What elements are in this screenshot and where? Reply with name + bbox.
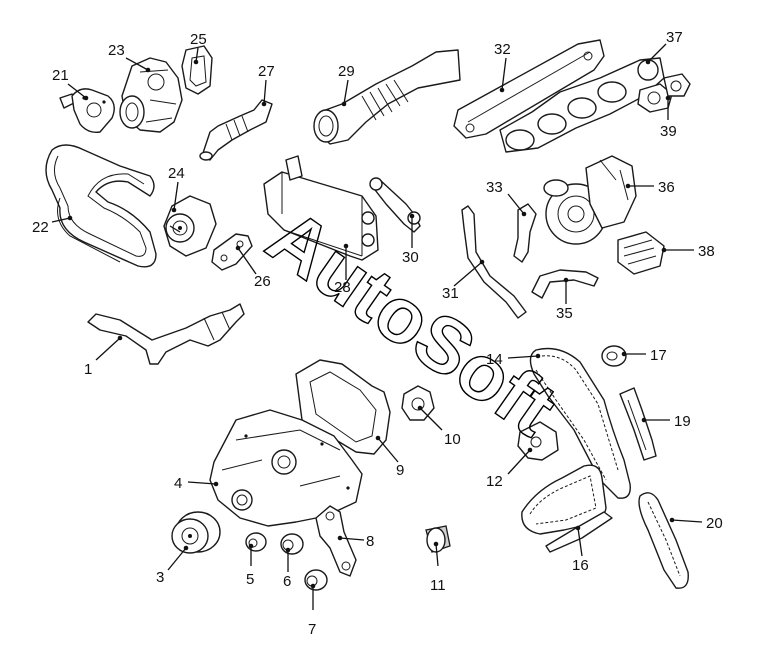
part-14-timing-chain[interactable] (529, 347, 631, 499)
part-1-coolant-pipe[interactable] (87, 303, 245, 365)
part-7-idler-pulley[interactable] (304, 569, 328, 591)
callout-37: 37 (666, 29, 683, 46)
callout-19: 19 (674, 413, 691, 430)
callout-27: 27 (258, 63, 275, 80)
part-39-gasket[interactable] (637, 73, 691, 113)
callout-14: 14 (486, 351, 503, 368)
part-5-idler-pulley[interactable] (245, 532, 267, 552)
callout-35: 35 (556, 305, 573, 322)
part-11-seal-sleeve[interactable] (425, 525, 451, 553)
part-33-oil-line[interactable] (513, 203, 537, 263)
part-35-oil-return-line[interactable] (531, 269, 599, 299)
callout-9: 9 (396, 462, 404, 479)
callout-28: 28 (334, 279, 351, 296)
callout-30: 30 (402, 249, 419, 266)
callout-26: 26 (254, 273, 271, 290)
part-16-chain-guide[interactable] (521, 464, 613, 553)
part-36-turbocharger[interactable] (543, 155, 637, 245)
callout-33: 33 (486, 179, 503, 196)
callout-23: 23 (108, 42, 125, 59)
part-6-idler-pulley[interactable] (280, 533, 304, 555)
callout-38: 38 (698, 243, 715, 260)
callout-24: 24 (168, 165, 185, 182)
callout-36: 36 (658, 179, 675, 196)
callout-39: 39 (660, 123, 677, 140)
part-23-water-pump[interactable] (119, 57, 183, 133)
part-37-exhaust-manifold[interactable] (499, 57, 665, 153)
callout-10: 10 (444, 431, 461, 448)
part-10-sprocket[interactable] (401, 385, 435, 421)
callout-17: 17 (650, 347, 667, 364)
part-30-pipe-bracket[interactable] (369, 177, 421, 233)
part-20-timing-chain[interactable] (638, 492, 689, 589)
part-4-timing-cover[interactable] (209, 409, 363, 527)
part-22-drive-belts[interactable] (45, 144, 157, 268)
callout-29: 29 (338, 63, 355, 80)
callout-16: 16 (572, 557, 589, 574)
part-21-thermostat-housing[interactable] (59, 88, 115, 134)
callout-32: 32 (494, 41, 511, 58)
part-28-egr-cooler[interactable] (263, 155, 379, 261)
part-38-actuator[interactable] (617, 231, 665, 275)
part-24-belt-tensioner[interactable] (163, 195, 217, 257)
callout-8: 8 (366, 533, 374, 550)
part-8-tensioner-bracket[interactable] (315, 505, 357, 577)
part-29-intake-duct[interactable] (313, 49, 461, 145)
part-27-coolant-hose[interactable] (199, 99, 273, 161)
callout-6: 6 (283, 573, 291, 590)
callout-25: 25 (190, 31, 207, 48)
part-31-oil-line[interactable] (461, 205, 527, 319)
callout-7: 7 (308, 621, 316, 638)
part-3-crankshaft-pulley[interactable] (171, 511, 221, 554)
callout-3: 3 (156, 569, 164, 586)
part-32-heat-shield[interactable] (453, 39, 605, 139)
callout-11: 11 (430, 577, 446, 594)
callout-31: 31 (442, 285, 459, 302)
part-26-bracket[interactable] (211, 233, 253, 271)
part-19-chain-guide[interactable] (619, 387, 657, 461)
callout-22: 22 (32, 219, 49, 236)
callout-labels: 1 3 4 5 6 7 8 9 10 11 12 14 16 17 19 20 … (32, 29, 723, 638)
callout-20: 20 (706, 515, 723, 532)
callout-21: 21 (52, 67, 69, 84)
leader-lines (51, 43, 703, 610)
part-17-sprocket[interactable] (601, 345, 627, 367)
callout-12: 12 (486, 473, 503, 490)
part-25-gasket[interactable] (181, 45, 213, 95)
callout-5: 5 (246, 571, 254, 588)
callout-4: 4 (174, 475, 182, 492)
callout-1: 1 (84, 361, 92, 378)
